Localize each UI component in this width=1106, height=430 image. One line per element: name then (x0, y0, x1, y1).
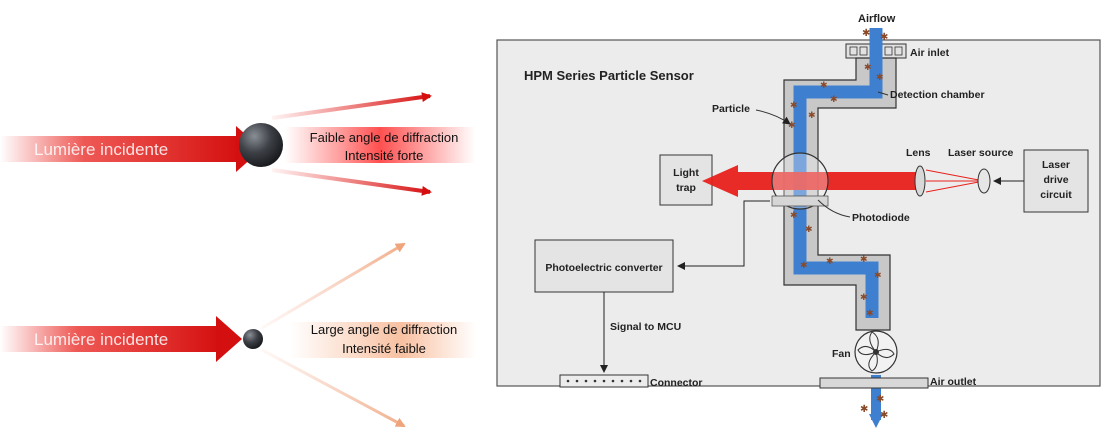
laser-drive-circuit (1023, 149, 1089, 213)
scattering-zone (771, 152, 829, 210)
photoelectric-converter (534, 239, 674, 293)
laser-source-label: Laser source (948, 147, 1014, 159)
svg-text:✱: ✱ (788, 120, 796, 130)
detection-chamber-leader (877, 91, 889, 96)
air-outlet-label: Air outlet (930, 376, 977, 388)
incident-beam-bottom (0, 326, 220, 352)
laser-beam (702, 165, 918, 197)
svg-text:✱: ✱ (866, 308, 874, 318)
fan-label: Fan (832, 348, 851, 360)
svg-text:✱: ✱ (808, 110, 816, 120)
sensor-title: HPM Series Particle Sensor (524, 68, 694, 83)
svg-text:✱: ✱ (876, 72, 884, 82)
lens-label: Lens (906, 147, 931, 159)
incident-label-bottom: Lumière incidente (34, 330, 168, 349)
svg-text:✱: ✱ (826, 256, 834, 266)
incident-label-top: Lumière incidente (34, 140, 168, 159)
svg-text:✱: ✱ (790, 100, 798, 110)
connector-label: Connector (650, 377, 703, 389)
svg-text:✱: ✱ (800, 260, 808, 270)
incident-beam-top (0, 136, 240, 162)
svg-text:✱: ✱ (862, 28, 870, 39)
laser-source (925, 168, 991, 194)
top-caption-line2: Intensité forte (345, 148, 424, 163)
photodiode-signal-line (677, 200, 770, 270)
scatter-ray-bottom-up (261, 242, 406, 330)
photoelectric-converter-label: Photoelectric converter (545, 262, 662, 274)
detection-chamber-label: Detection chamber (890, 89, 985, 101)
fan (854, 330, 898, 374)
scatter-ray-top-down (271, 168, 432, 196)
svg-text:✱: ✱ (864, 62, 872, 72)
svg-text:✱: ✱ (790, 210, 798, 220)
svg-text:✱: ✱ (880, 32, 888, 43)
photodiode-label: Photodiode (852, 212, 910, 224)
connector-pins (566, 379, 642, 383)
weak-intensity-glow (290, 322, 476, 358)
sensor-diagram: HPM Series Particle Sensor Airflow Air i… (496, 13, 1101, 428)
bottom-caption-line1: Large angle de diffraction (311, 322, 457, 337)
laser-drive-label-3: circuit (1040, 189, 1072, 201)
bottom-caption-line2: Intensité faible (342, 341, 426, 356)
particle-label: Particle (712, 103, 750, 115)
svg-text:✱: ✱ (860, 292, 868, 302)
svg-text:✱: ✱ (805, 224, 813, 234)
light-trap (659, 154, 713, 206)
scatter-ray-top-up (271, 92, 432, 120)
svg-text:✱: ✱ (860, 404, 868, 415)
left-panel: Lumière incidente Faible angle de diffra… (0, 92, 476, 428)
svg-text:✱: ✱ (874, 270, 882, 280)
top-caption-line1: Faible angle de diffraction (310, 130, 459, 145)
svg-text:✱: ✱ (880, 410, 888, 421)
svg-text:✱: ✱ (876, 394, 884, 405)
incident-arrowhead-bottom (216, 316, 242, 362)
large-particle (239, 123, 283, 167)
light-trap-label-2: trap (676, 182, 696, 194)
light-trap-label-1: Light (673, 167, 699, 179)
airflow-label: Airflow (858, 13, 896, 25)
small-particle (243, 329, 263, 349)
bottom-scenario: Lumière incidente Large angle de diffrac… (0, 242, 476, 428)
air-outlet (819, 377, 929, 389)
lens (914, 165, 926, 197)
particle-leader (755, 109, 791, 125)
scatter-ray-bottom-down (261, 348, 406, 428)
laser-drive-label-1: Laser (1042, 159, 1070, 171)
air-inlet-label: Air inlet (910, 47, 950, 59)
strong-intensity-glow (285, 127, 475, 163)
photodiode-leader (817, 199, 851, 218)
signal-to-mcu-label: Signal to MCU (610, 321, 681, 333)
particles: ✱ ✱ ✱ ✱ ✱ ✱ ✱ ✱ ✱ ✱ ✱ ✱ ✱ ✱ ✱ ✱ ✱ ✱ ✱ ✱ (788, 28, 888, 421)
laser-drive-label-2: drive (1043, 174, 1068, 186)
top-scenario: Lumière incidente Faible angle de diffra… (0, 92, 475, 196)
svg-text:✱: ✱ (820, 80, 828, 90)
svg-text:✱: ✱ (830, 94, 838, 104)
svg-text:✱: ✱ (860, 254, 868, 264)
photodiode (771, 195, 829, 207)
